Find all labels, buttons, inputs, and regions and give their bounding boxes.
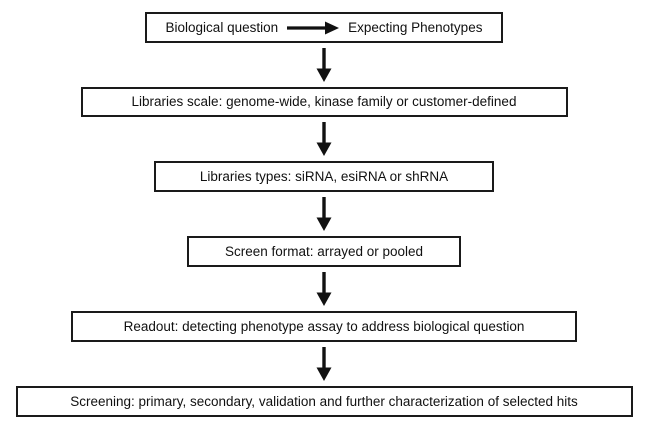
top-box-content: Biological question Expecting Phenotypes [165,19,483,35]
down-arrow-icon [316,197,332,231]
biological-question-label: Biological question [165,19,279,35]
down-arrow-icon [316,347,332,381]
flowchart: Biological question Expecting Phenotypes… [0,12,648,417]
right-arrow-icon [287,21,340,34]
flow-box-screen-format: Screen format: arrayed or pooled [187,236,461,267]
libraries-scale-label: Libraries scale: genome-wide, kinase fam… [131,94,517,110]
readout-label: Readout: detecting phenotype assay to ad… [123,318,525,334]
flow-box-biological-question: Biological question Expecting Phenotypes [145,12,503,43]
flow-box-readout: Readout: detecting phenotype assay to ad… [71,311,577,342]
flow-box-screening: Screening: primary, secondary, validatio… [15,386,633,417]
screen-format-label: Screen format: arrayed or pooled [224,243,424,259]
down-arrow-icon [316,272,332,306]
down-arrow-icon [316,48,332,82]
libraries-types-label: Libraries types: siRNA, esiRNA or shRNA [199,168,449,184]
flow-box-libraries-scale: Libraries scale: genome-wide, kinase fam… [80,87,568,117]
screening-label: Screening: primary, secondary, validatio… [70,393,578,409]
down-arrow-icon [316,122,332,156]
flow-box-libraries-types: Libraries types: siRNA, esiRNA or shRNA [154,161,494,192]
expecting-phenotypes-label: Expecting Phenotypes [348,19,483,35]
